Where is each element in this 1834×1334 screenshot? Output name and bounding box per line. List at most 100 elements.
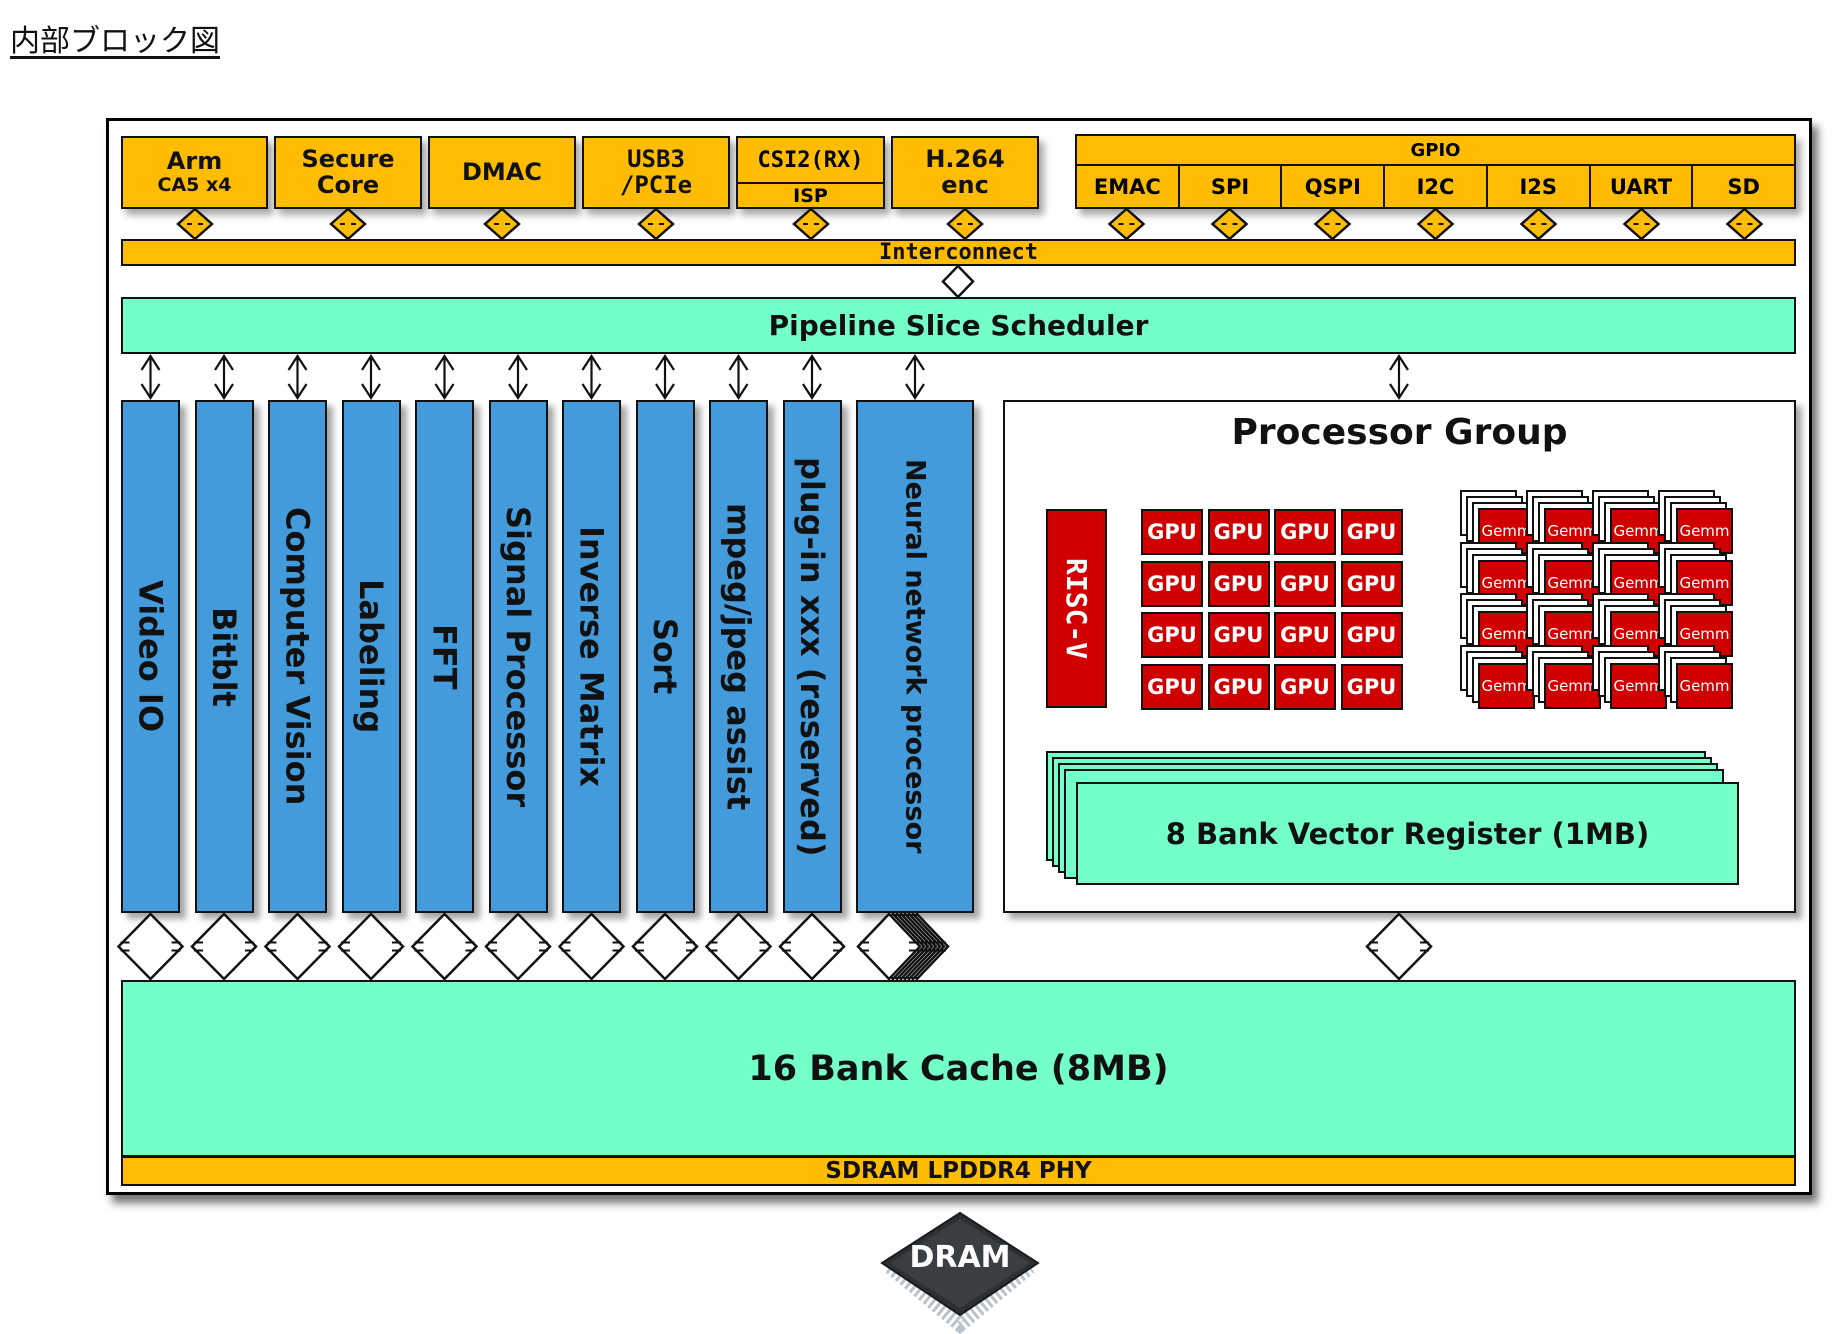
interconnect-bar: Interconnect (121, 239, 1796, 266)
cache-arrow-tick (860, 941, 918, 952)
sdram-phy: SDRAM LPDDR4 PHY (121, 1156, 1796, 1186)
gpio-cell-sd: SD (1727, 174, 1760, 199)
cache-arrow-tick (708, 941, 769, 952)
gpio-cell-uart: UART (1591, 166, 1694, 207)
page-title: 内部ブロック図 (10, 24, 220, 59)
module-cache-arrow (190, 912, 258, 981)
module-cache-arrow (704, 912, 773, 981)
block-isp-label: ISP (793, 184, 828, 207)
module-cache-arrow (116, 912, 185, 981)
gpu-core: GPU (1207, 560, 1270, 607)
scheduler-double-arrow (214, 353, 234, 401)
accelerator-video-io: Video IO (121, 400, 180, 913)
cache-arrow-tick (561, 941, 622, 952)
module-cache-arrow (263, 912, 332, 981)
accelerator-plug-in-xxx-reserved: plug-in xxx (reserved) (782, 400, 842, 913)
gpio-cell-spi: SPI (1180, 166, 1283, 207)
gpu-core: GPU (1141, 612, 1203, 658)
gpio-group: GPIO EMAC SPI QSPI I2C I2S UART SD (1075, 134, 1796, 209)
gpu-core: GPU (1141, 560, 1203, 607)
gpu-core: GPU (1274, 509, 1336, 555)
block-secure-core-line2: Core (316, 170, 380, 199)
gpu-core: GPU (1207, 612, 1270, 658)
dram-label: DRAM (909, 1240, 1011, 1275)
gpu-core: GPU (1207, 663, 1270, 710)
dram-top-face (890, 1219, 1030, 1308)
gpio-cell-i2c: I2C (1385, 166, 1488, 207)
scheduler-double-arrow (905, 353, 925, 401)
processor-group-title: Processor Group (1231, 412, 1568, 453)
scheduler-double-arrow (581, 353, 602, 401)
gemm-unit: Gemm (1676, 662, 1733, 709)
gpu-core: GPU (1141, 509, 1203, 555)
gpu-core: GPU (1207, 509, 1270, 555)
block-dmac-label: DMAC (462, 157, 542, 186)
cache-arrow-tick (1369, 941, 1429, 952)
scheduler-double-arrow (655, 353, 675, 401)
gemm-unit: Gemm (1478, 662, 1535, 709)
cache-arrow-tick (635, 941, 695, 952)
cache-arrow-tick (341, 941, 401, 952)
accelerator-inverse-matrix: Inverse Matrix (562, 400, 621, 913)
gpio-cell-emac: EMAC (1077, 166, 1180, 207)
scheduler-double-arrow (1389, 353, 1409, 401)
gpu-core: GPU (1274, 612, 1336, 658)
scheduler-double-arrow (361, 353, 381, 401)
gpu-core: GPU (1340, 663, 1403, 710)
gpio-cell-i2s: I2S (1488, 166, 1591, 207)
pipeline-slice-scheduler: Pipeline Slice Scheduler (121, 297, 1796, 354)
gpu-core: GPU (1274, 663, 1336, 710)
block-csi2-label: CSI2(RX) (738, 138, 883, 184)
block-arm-label: Arm (166, 147, 223, 176)
dram-pins (885, 1261, 1035, 1334)
block-usb3-line2: /PCIe (619, 170, 693, 199)
scheduler-double-arrow (140, 353, 161, 401)
cache-arrow-tick (488, 941, 548, 952)
scheduler-double-arrow (728, 353, 749, 401)
gpu-core: GPU (1340, 560, 1403, 607)
gpio-header: GPIO (1077, 136, 1794, 166)
gpu-core: GPU (1340, 509, 1403, 555)
bank-cache: 16 Bank Cache (8MB) (121, 980, 1796, 1157)
cache-arrow-tick (194, 941, 254, 952)
gpio-cell-qspi: QSPI (1282, 166, 1386, 207)
scheduler-double-arrow (434, 353, 455, 401)
processor-group-cache-arrow (1365, 912, 1433, 981)
scheduler-double-arrow (508, 353, 528, 401)
cache-arrow-tick (414, 941, 475, 952)
block-h264-line1: H.264 (925, 144, 1005, 173)
accelerator-bitblt: Bitblt (194, 400, 254, 913)
gemm-unit: Gemm (1478, 611, 1535, 657)
cache-arrow-tick (782, 941, 842, 952)
accelerator-fft: FFT (415, 400, 474, 913)
block-usb3-line1: USB3 (627, 144, 685, 173)
module-cache-arrow (337, 912, 405, 981)
cache-arrow-tick (267, 941, 328, 952)
accelerator-computer-vision: Computer Vision (268, 400, 327, 913)
riscv-core: RISC-V (1046, 509, 1107, 708)
accelerator-mpeg-jpeg-assist: mpeg/jpeg assist (709, 400, 768, 913)
gpu-core: GPU (1274, 560, 1336, 607)
dram-chip-icon (880, 1211, 1040, 1334)
cache-arrow-tick (120, 941, 181, 952)
block-h264-enc: H.264 enc (891, 136, 1039, 209)
block-secure-core-line1: Secure (301, 144, 395, 173)
block-h264-line2: enc (941, 170, 989, 199)
module-cache-arrow (778, 912, 846, 981)
module-cache-arrow (557, 912, 626, 981)
scheduler-double-arrow (802, 353, 822, 401)
scheduler-double-arrow (287, 353, 308, 401)
accelerator-signal-processor: Signal Processor (488, 400, 548, 913)
module-cache-arrow (410, 912, 479, 981)
gpu-core: GPU (1340, 612, 1403, 658)
accelerator-sort: Sort (635, 400, 695, 913)
block-csi2-isp: CSI2(RX) ISP (736, 136, 885, 209)
module-cache-arrow (631, 912, 699, 981)
gpu-core: GPU (1141, 663, 1203, 710)
module-cache-arrow (484, 912, 552, 981)
block-arm-sublabel: CA5 x4 (157, 174, 232, 197)
nn-cache-arrow (856, 912, 922, 981)
accelerator-neural-network-processor: Neural network processor (856, 400, 974, 913)
accelerator-labeling: Labeling (341, 400, 401, 913)
